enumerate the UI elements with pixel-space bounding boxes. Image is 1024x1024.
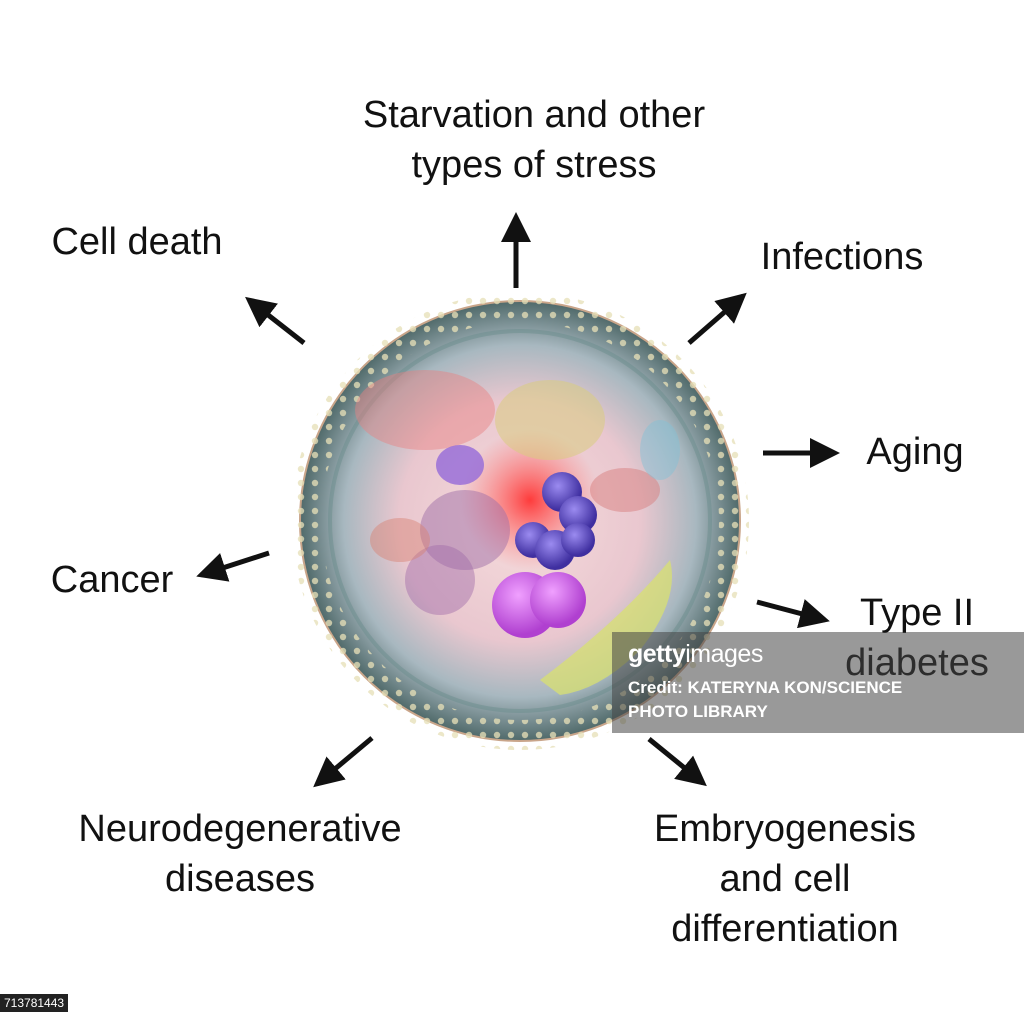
arrow-cancer xyxy=(196,550,270,582)
label-embryo: Embryogenesis and cell differentiation xyxy=(654,808,916,950)
arrow-cell-death xyxy=(245,296,306,345)
arrow-embryo xyxy=(647,737,707,787)
image-id-badge: 713781443 xyxy=(0,994,69,1012)
arrow-diabetes xyxy=(756,599,830,629)
nucleus xyxy=(515,472,597,570)
image-credit: Credit: KATERYNA KON/SCIENCE PHOTO LIBRA… xyxy=(628,678,903,721)
label-neuro: Neurodegenerative diseases xyxy=(78,808,402,900)
label-infections: Infections xyxy=(760,236,924,278)
arrow-infections xyxy=(687,292,747,345)
getty-logo: gettyimages xyxy=(628,640,763,668)
label-starvation: Starvation and other types of stress xyxy=(362,94,706,186)
cell-illustration xyxy=(291,292,749,750)
label-cancer: Cancer xyxy=(50,559,174,601)
label-cell-death: Cell death xyxy=(51,221,223,263)
getty-watermark: gettyimages Credit: KATERYNA KON/SCIENCE… xyxy=(612,632,1024,733)
vesicle xyxy=(492,572,586,638)
arrow-neuro xyxy=(313,736,374,788)
label-aging: Aging xyxy=(866,431,964,473)
